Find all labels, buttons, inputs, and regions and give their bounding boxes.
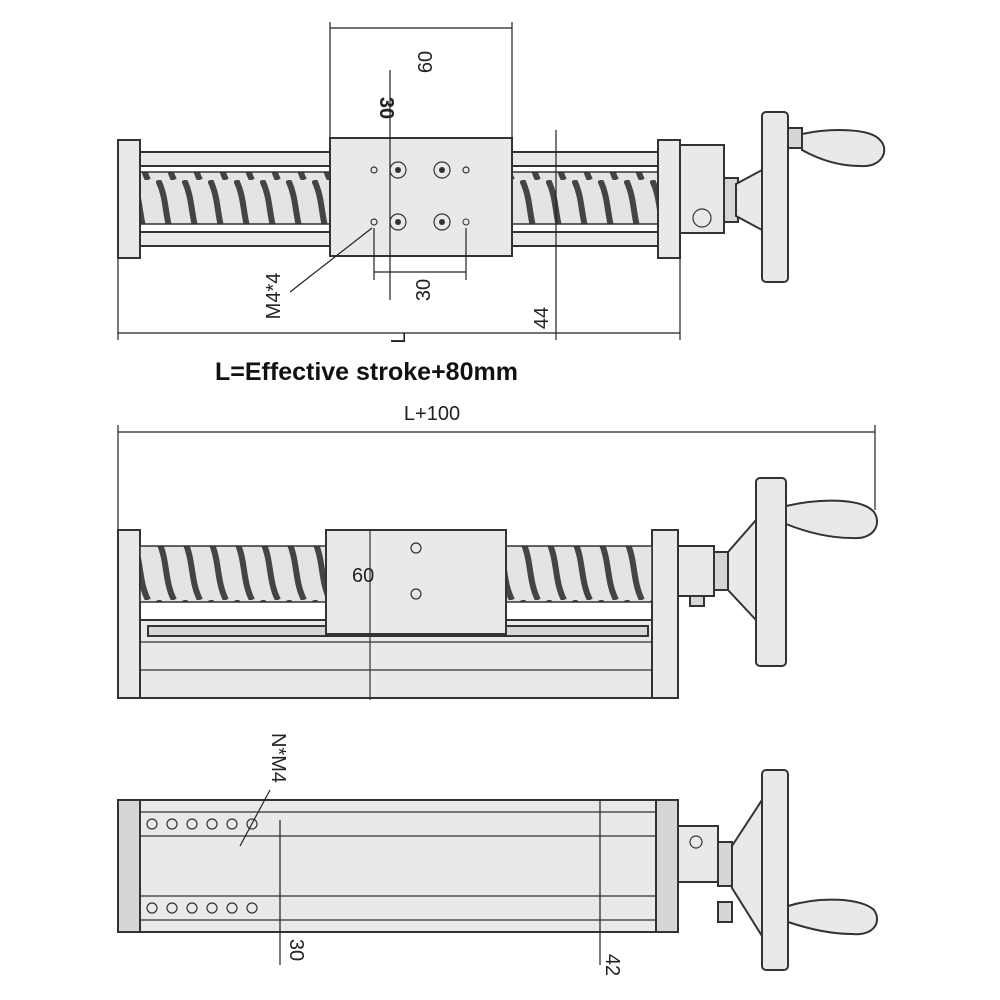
thread-label-m4x4: M4*4 xyxy=(263,273,285,320)
coupling-side xyxy=(677,545,715,597)
dim-30-horizontal: 30 xyxy=(413,279,435,301)
dim-42-bottom: 42 xyxy=(601,954,623,976)
mounting-holes xyxy=(146,818,258,914)
end-block-right-bottom xyxy=(655,799,679,933)
handwheel-side xyxy=(755,477,787,667)
base-bottom xyxy=(117,799,679,933)
handle-knob-top xyxy=(801,129,886,168)
effective-stroke-note: L=Effective stroke+80mm xyxy=(215,358,518,386)
end-block-left-bottom xyxy=(117,799,141,933)
end-block-left-top xyxy=(117,139,141,259)
handwheel-top xyxy=(761,111,789,283)
dim-60-side: 60 xyxy=(352,565,374,587)
bottom-view: N*M4 30 42 xyxy=(117,733,879,976)
set-screw-icon xyxy=(692,208,712,228)
dim-L-plus-100: L+100 xyxy=(404,403,460,425)
carriage-top xyxy=(329,137,513,257)
dim-60-top: 60 xyxy=(415,51,437,73)
handle-knob-side xyxy=(785,499,879,540)
end-block-left-side xyxy=(117,529,141,699)
end-block-right-side xyxy=(651,529,679,699)
dim-44: 44 xyxy=(531,307,553,329)
handwheel-bottom xyxy=(761,769,789,971)
end-block-right-top xyxy=(657,139,681,259)
coupling-housing-top xyxy=(679,144,725,234)
side-view: L+100 60 xyxy=(117,403,879,700)
thread-label-nxm4: N*M4 xyxy=(267,733,289,783)
dim-30-bottom: 30 xyxy=(285,939,307,961)
dim-L: L xyxy=(388,332,410,343)
coupling-bottom xyxy=(677,825,719,883)
carriage-side xyxy=(325,529,507,635)
dim-30-vertical: 30 xyxy=(375,97,397,119)
top-view: 60 30 30 L 44 M4*4 xyxy=(117,22,886,344)
handle-knob-bottom xyxy=(787,898,879,936)
